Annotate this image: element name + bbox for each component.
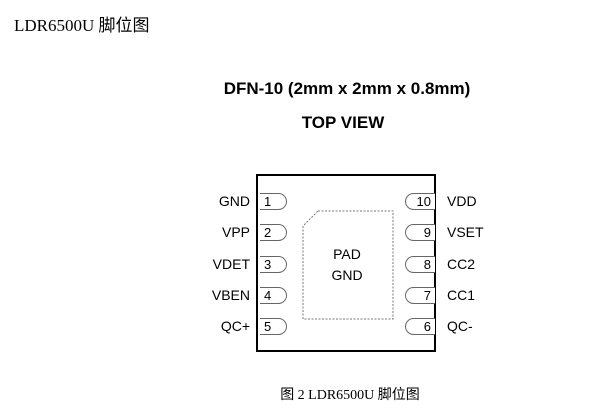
pin-3: 3	[260, 256, 287, 273]
pin-name-6: QC-	[447, 318, 473, 334]
pin-4: 4	[260, 287, 287, 304]
pin-name-9: VSET	[447, 224, 484, 240]
exposed-pad-outline	[302, 210, 394, 320]
pin-8: 8	[405, 256, 435, 273]
pin-name-8: CC2	[447, 256, 476, 272]
pin-name-10: VDD	[447, 193, 477, 209]
view-label: TOP VIEW	[301, 113, 385, 132]
pin-7: 7	[405, 287, 435, 304]
pin-2: 2	[260, 224, 287, 241]
pad-label-line1: PAD	[333, 246, 361, 262]
pin-10: 10	[405, 193, 435, 210]
package-title: DFN-10 (2mm x 2mm x 0.8mm)	[223, 79, 471, 98]
pin-name-4: VBEN	[211, 287, 250, 303]
pin-name-1: GND	[218, 193, 250, 209]
pin-5: 5	[260, 318, 287, 335]
pin-name-3: VDET	[212, 256, 250, 272]
pin-1: 1	[260, 193, 287, 210]
pin-name-7: CC1	[447, 287, 476, 303]
pin-6: 6	[405, 318, 435, 335]
figure-caption: 图 2 LDR6500U 脚位图	[280, 388, 420, 403]
pin-9: 9	[405, 224, 435, 241]
pin-name-2: VPP	[221, 224, 250, 240]
pin-name-5: QC+	[220, 318, 250, 334]
document-heading: LDR6500U 脚位图	[14, 16, 150, 35]
exposed-pad-label: PAD GND	[302, 244, 392, 286]
pad-label-line2: GND	[331, 267, 363, 283]
chip-body	[256, 174, 436, 352]
